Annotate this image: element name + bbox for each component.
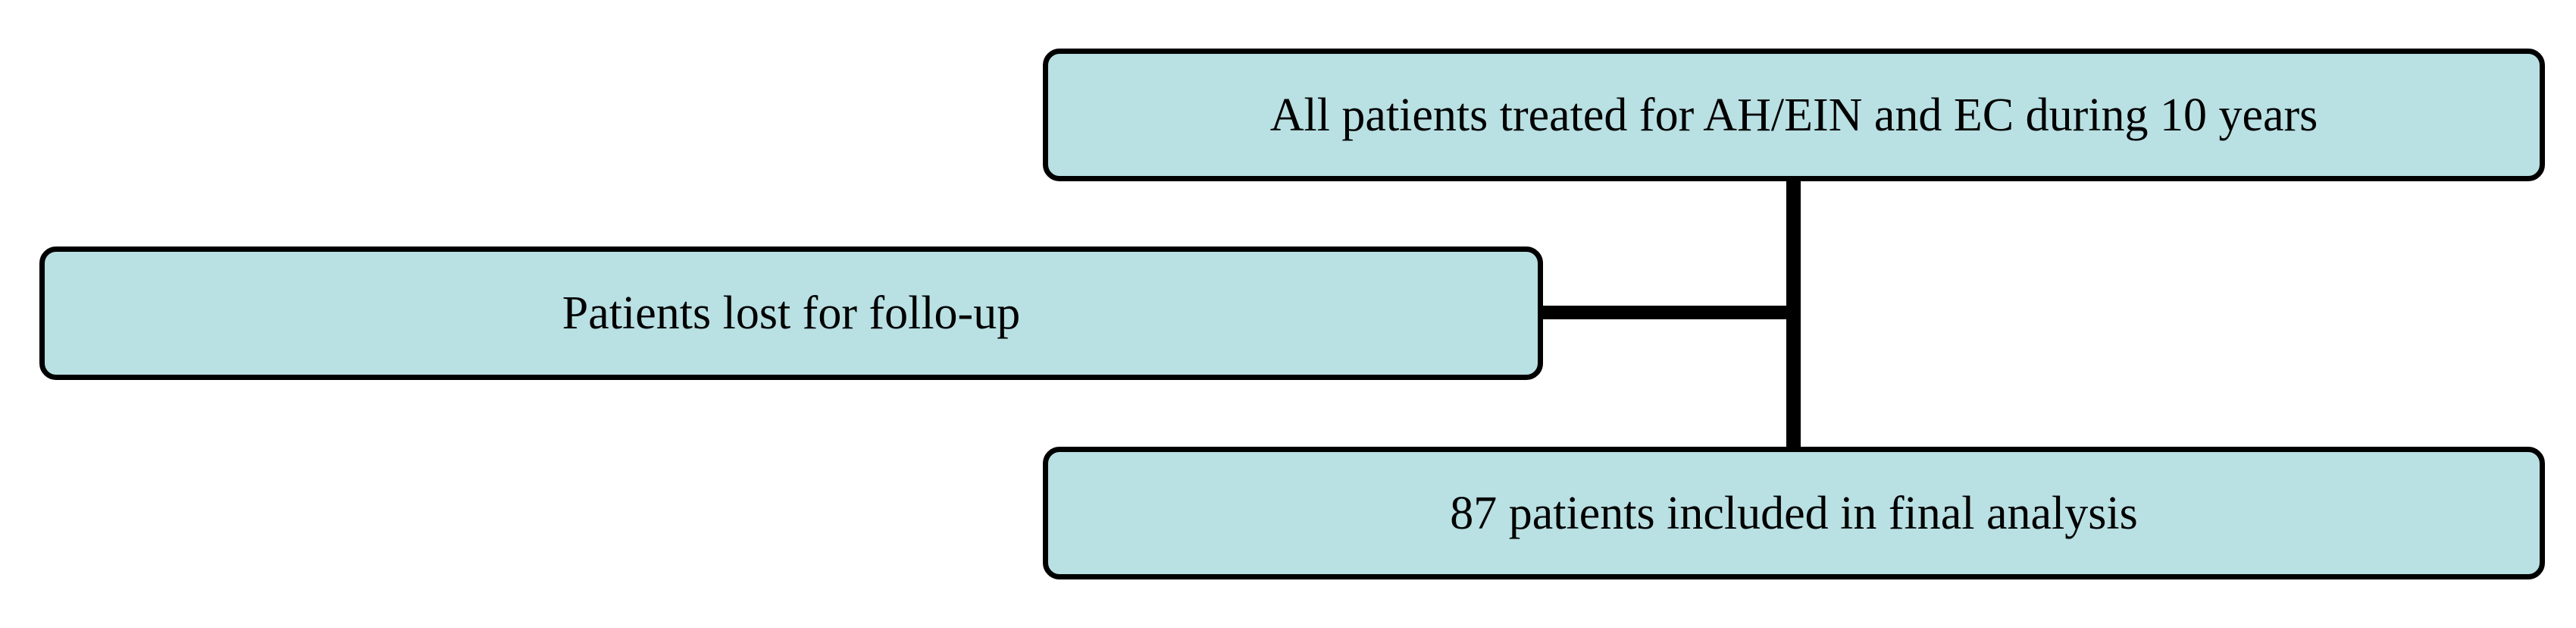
horizontal-connector-line [1540, 306, 1801, 319]
final-analysis-label: 87 patients included in final analysis [1450, 487, 2138, 539]
all-patients-label: All patients treated for AH/EIN and EC d… [1269, 89, 2318, 141]
lost-to-follow-up-box: Patients lost for follo-up [39, 246, 1543, 380]
lost-to-follow-up-label: Patients lost for follo-up [562, 287, 1021, 339]
final-analysis-box: 87 patients included in final analysis [1043, 447, 2545, 579]
all-patients-box: All patients treated for AH/EIN and EC d… [1043, 49, 2545, 181]
